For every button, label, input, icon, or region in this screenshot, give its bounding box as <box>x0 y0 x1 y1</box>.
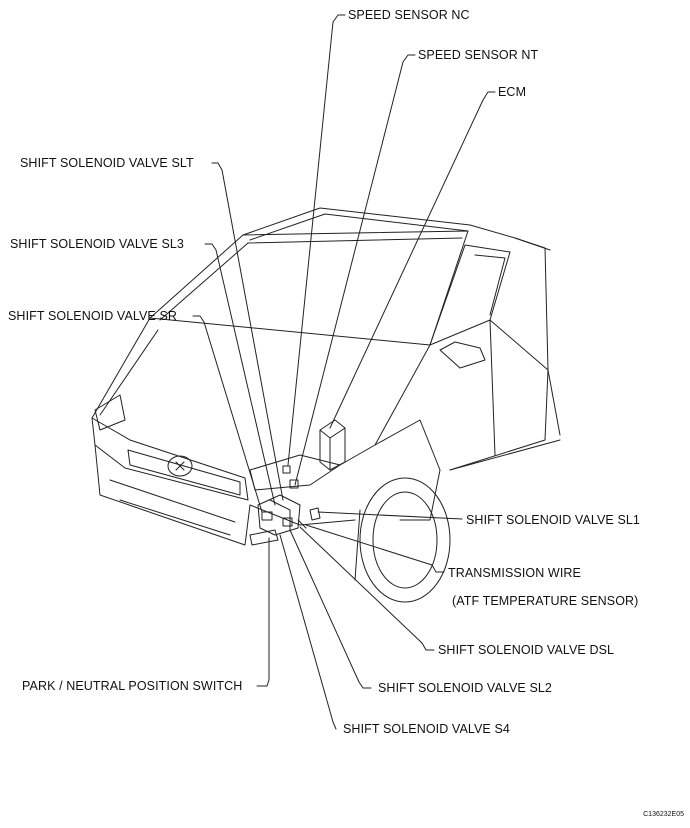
leader-lines <box>192 14 496 730</box>
label-shift-solenoid-sl3: SHIFT SOLENOID VALVE SL3 <box>10 237 184 251</box>
figure-code: C136232E05 <box>643 811 684 818</box>
label-park-neutral-switch: PARK / NEUTRAL POSITION SWITCH <box>22 679 243 693</box>
label-speed-sensor-nt: SPEED SENSOR NT <box>418 48 539 62</box>
label-shift-solenoid-slt: SHIFT SOLENOID VALVE SLT <box>20 156 194 170</box>
label-ecm: ECM <box>498 85 527 99</box>
label-shift-solenoid-sr: SHIFT SOLENOID VALVE SR <box>8 309 178 323</box>
label-shift-solenoid-s4: SHIFT SOLENOID VALVE S4 <box>343 722 510 736</box>
label-atf-temperature-sensor: (ATF TEMPERATURE SENSOR) <box>452 594 639 608</box>
label-shift-solenoid-dsl: SHIFT SOLENOID VALVE DSL <box>438 643 615 657</box>
label-shift-solenoid-sl2: SHIFT SOLENOID VALVE SL2 <box>378 681 552 695</box>
label-transmission-wire: TRANSMISSION WIRE <box>448 566 581 580</box>
label-speed-sensor-nc: SPEED SENSOR NC <box>348 8 470 22</box>
vehicle-outline <box>91 207 561 603</box>
label-shift-solenoid-sl1: SHIFT SOLENOID VALVE SL1 <box>466 513 640 527</box>
